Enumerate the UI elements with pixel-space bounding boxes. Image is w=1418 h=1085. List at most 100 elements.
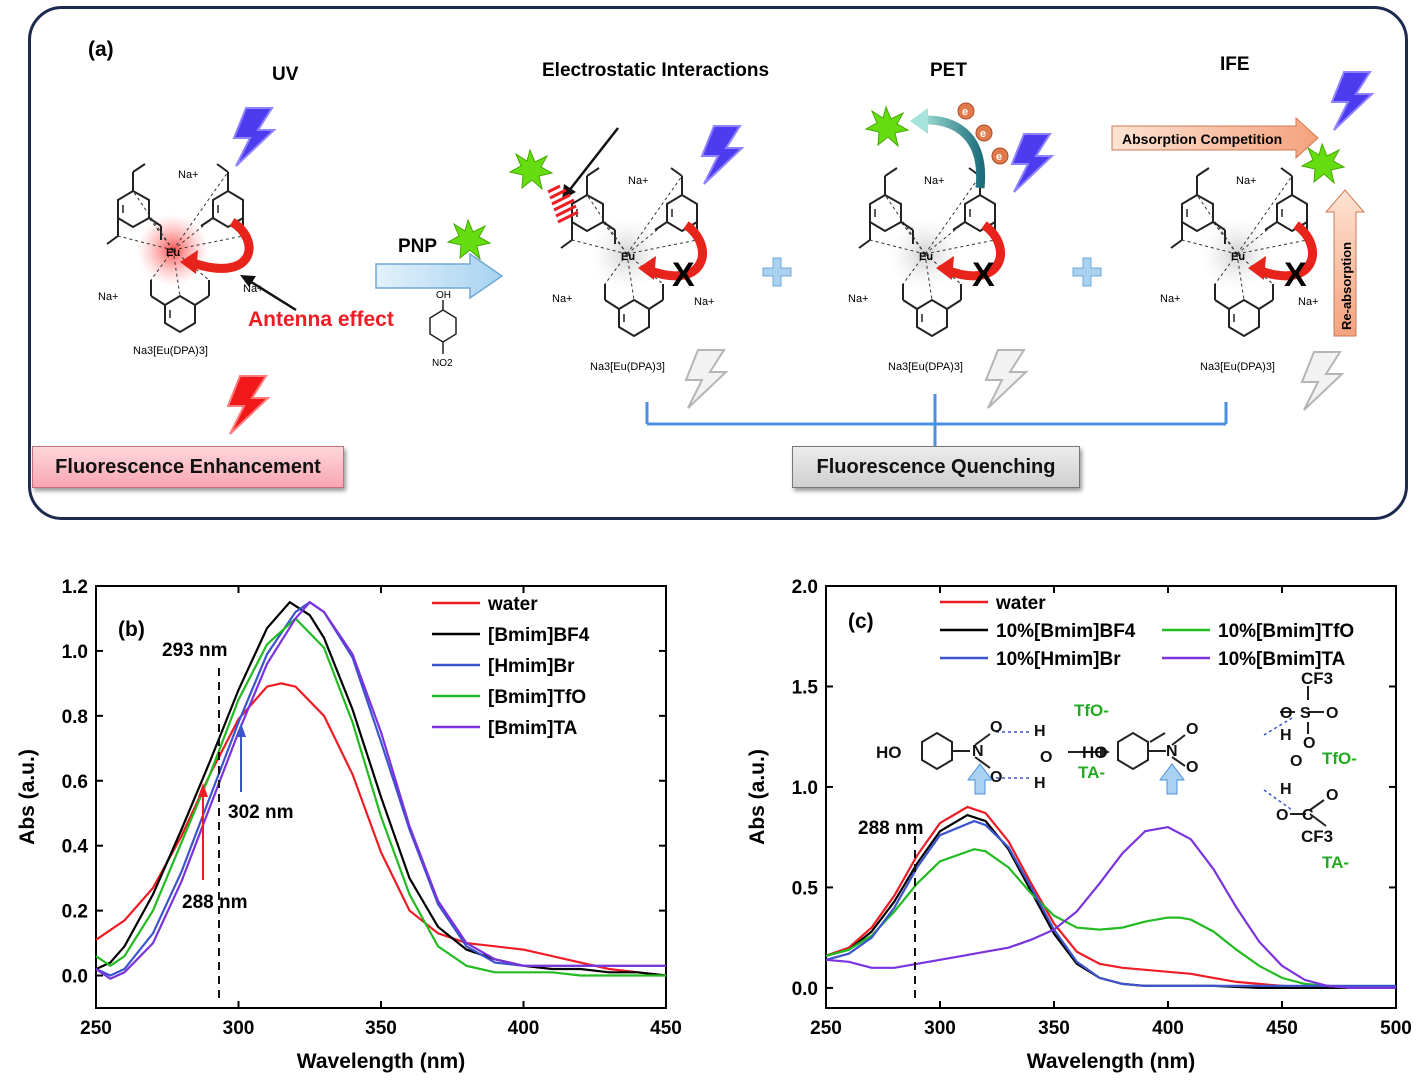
panel-a-frame bbox=[28, 6, 1408, 520]
x-tick-label: 300 bbox=[924, 1018, 956, 1039]
x-tick-label: 450 bbox=[650, 1018, 682, 1039]
svg-text:CF3: CF3 bbox=[1301, 827, 1333, 846]
svg-text:C: C bbox=[1302, 807, 1314, 824]
y-axis-label: Abs (a.u.) bbox=[746, 749, 769, 845]
series-line bbox=[825, 825, 1396, 989]
legend-label: 10%[Bmim]BF4 bbox=[996, 621, 1136, 642]
svg-text:TfO-: TfO- bbox=[1074, 701, 1109, 720]
eu-complex-3: Eu Na+ Na+ Na3[Eu(DPA)3] X bbox=[848, 167, 1005, 373]
panel-a-scheme: Eu Na+ Na+ Na+ Na3[Eu(DPA)3] Eu Na+ Na+ … bbox=[88, 38, 1373, 446]
y-tick-label: 2.0 bbox=[792, 577, 818, 598]
series-line bbox=[95, 600, 666, 981]
fluorescence-quenching-box: Fluorescence Quenching bbox=[792, 446, 1080, 488]
svg-text:O: O bbox=[1303, 735, 1315, 752]
svg-text:H: H bbox=[1034, 775, 1046, 792]
legend-label: water bbox=[995, 593, 1046, 614]
svg-text:N: N bbox=[972, 743, 984, 760]
x-tick-label: 350 bbox=[1038, 1018, 1070, 1039]
eu-complex-1: Eu Na+ Na+ Na+ Na3[Eu(DPA)3] bbox=[98, 163, 264, 357]
svg-text:TA-: TA- bbox=[1078, 763, 1105, 782]
svg-text:Na+: Na+ bbox=[1236, 175, 1257, 187]
x-tick-label: 400 bbox=[508, 1018, 540, 1039]
legend-label: 10%[Bmim]TfO bbox=[1218, 621, 1354, 642]
svg-text:e: e bbox=[962, 106, 968, 118]
annot-288nm: 288 nm bbox=[182, 892, 247, 913]
electron-icons: e e e bbox=[957, 102, 1009, 165]
y-tick-label: 0.6 bbox=[62, 772, 88, 793]
svg-text:Na+: Na+ bbox=[924, 175, 945, 187]
svg-text:HO: HO bbox=[876, 743, 902, 762]
svg-text:CF3: CF3 bbox=[1301, 669, 1333, 688]
svg-text:Na3[Eu(DPA)3]: Na3[Eu(DPA)3] bbox=[1200, 361, 1275, 373]
series-line bbox=[825, 813, 1396, 989]
svg-text:N: N bbox=[1166, 743, 1178, 760]
annot-293nm: 293 nm bbox=[162, 640, 227, 661]
fluorescence-enhancement-box: Fluorescence Enhancement bbox=[32, 446, 344, 488]
x-tick-label: 250 bbox=[80, 1018, 112, 1039]
y-tick-label: 0.5 bbox=[792, 878, 819, 899]
y-axis-label: Abs (a.u.) bbox=[16, 749, 39, 845]
electrostatic-hatch bbox=[547, 184, 579, 224]
svg-text:S: S bbox=[1300, 705, 1311, 722]
legend-label: water bbox=[487, 594, 538, 615]
svg-text:O: O bbox=[1326, 705, 1338, 722]
pnp-label: PNP bbox=[398, 236, 437, 257]
re-absorption-arrow bbox=[1324, 189, 1366, 337]
svg-text:Na+: Na+ bbox=[98, 291, 119, 303]
svg-text:H: H bbox=[1280, 781, 1292, 798]
y-tick-label: 1.5 bbox=[792, 677, 819, 698]
legend-label: [Bmim]TfO bbox=[488, 687, 586, 708]
y-tick-label: 0.0 bbox=[62, 967, 88, 988]
hydrogen-bond-scheme bbox=[921, 686, 1327, 827]
series-line bbox=[95, 600, 667, 977]
y-tick-label: 1.0 bbox=[62, 642, 88, 663]
ife-label: IFE bbox=[1220, 54, 1250, 75]
eu-complex-4: Eu Na+ Na+ Na+ Na3[Eu(DPA)3] X bbox=[1160, 167, 1319, 373]
svg-text:H: H bbox=[1280, 727, 1292, 744]
svg-text:X: X bbox=[672, 256, 695, 294]
y-tick-label: 1.0 bbox=[792, 778, 818, 799]
svg-text:Eu: Eu bbox=[1231, 251, 1245, 263]
plot-frame bbox=[825, 585, 1397, 1009]
x-axis-label: Wavelength (nm) bbox=[297, 1050, 465, 1073]
legend-label: 10%[Bmim]TA bbox=[1218, 649, 1346, 670]
series-line bbox=[825, 848, 1396, 989]
legend-label: [Bmim]TA bbox=[488, 718, 578, 739]
y-tick-label: 0.4 bbox=[62, 837, 89, 858]
svg-text:TA-: TA- bbox=[1322, 853, 1349, 872]
panel-label-c: (c) bbox=[848, 610, 874, 633]
uv-label: UV bbox=[272, 64, 299, 85]
svg-text:OH: OH bbox=[436, 290, 451, 301]
svg-text:NO2: NO2 bbox=[432, 358, 453, 369]
svg-text:O: O bbox=[990, 719, 1002, 736]
svg-text:H: H bbox=[1034, 723, 1046, 740]
svg-text:e: e bbox=[996, 151, 1002, 163]
up-arrow-icon bbox=[1159, 763, 1185, 795]
svg-text:Na+: Na+ bbox=[178, 169, 199, 181]
legend-label: [Bmim]BF4 bbox=[488, 625, 590, 646]
panel-label-a: (a) bbox=[88, 38, 114, 61]
quenching-bracket bbox=[645, 394, 1228, 446]
svg-text:HO: HO bbox=[1082, 743, 1108, 762]
svg-text:O: O bbox=[990, 769, 1002, 786]
svg-text:Eu: Eu bbox=[621, 251, 635, 263]
y-tick-label: 1.2 bbox=[62, 577, 88, 598]
svg-text:Na+: Na+ bbox=[694, 296, 715, 308]
series-line bbox=[95, 616, 666, 977]
antenna-effect-label: Antenna effect bbox=[248, 308, 394, 331]
series-line bbox=[95, 682, 667, 977]
legend-label: [Hmim]Br bbox=[488, 656, 575, 677]
up-arrow-icon bbox=[967, 763, 993, 795]
svg-text:X: X bbox=[972, 256, 995, 294]
svg-text:Na3[Eu(DPA)3]: Na3[Eu(DPA)3] bbox=[133, 345, 208, 357]
svg-text:O: O bbox=[1326, 787, 1338, 804]
svg-text:Eu: Eu bbox=[166, 247, 180, 259]
x-tick-label: 450 bbox=[1266, 1018, 1298, 1039]
svg-text:TfO-: TfO- bbox=[1322, 749, 1357, 768]
annot-288nm-c: 288 nm bbox=[858, 818, 923, 839]
svg-text:Na3[Eu(DPA)3]: Na3[Eu(DPA)3] bbox=[590, 361, 665, 373]
svg-text:O: O bbox=[1186, 759, 1198, 776]
